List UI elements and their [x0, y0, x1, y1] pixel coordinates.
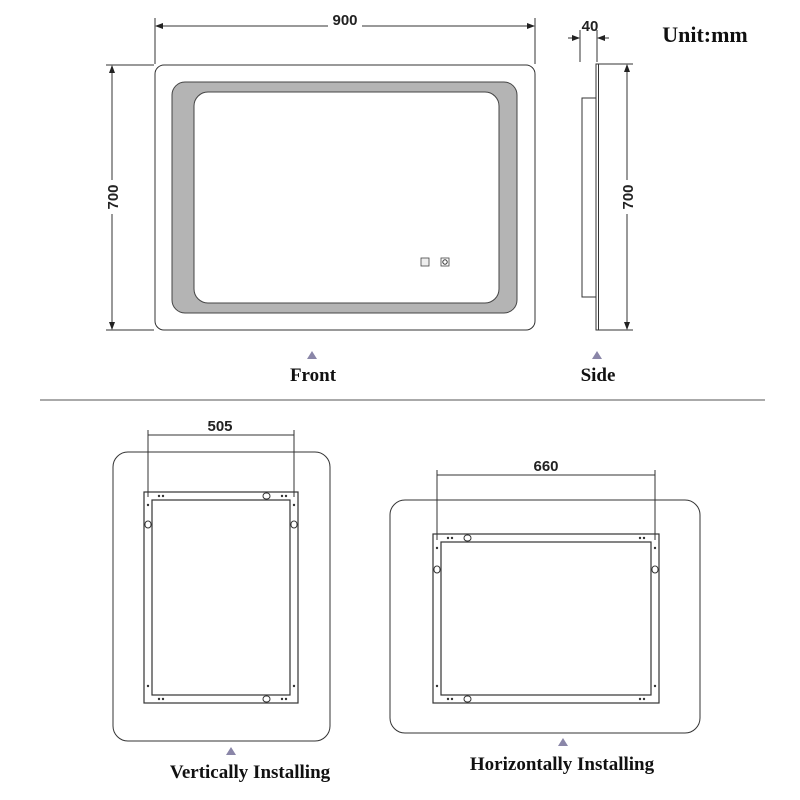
- side-depth-dim: 40: [582, 18, 599, 35]
- mirror-glass: [193, 91, 500, 304]
- vertical-bracket-dim: 505: [207, 418, 232, 435]
- horizontal-bracket-dim: 660: [533, 458, 558, 475]
- vertical-install-label: Vertically Installing: [170, 762, 331, 783]
- unit-label: Unit:mm: [662, 22, 748, 47]
- side-label: Side: [581, 365, 616, 386]
- side-height-dim: 700: [620, 184, 637, 209]
- front-height-dim: 700: [105, 184, 122, 209]
- defog-button-icon: [420, 257, 430, 267]
- side-pointer-icon: [592, 351, 602, 359]
- mirror-outline: [154, 64, 536, 331]
- front-label: Front: [290, 365, 337, 386]
- power-button-icon: [440, 257, 450, 267]
- front-view: 900 700 Front: [102, 12, 536, 386]
- horizontal-install-label: Horizontally Installing: [470, 754, 655, 775]
- front-width-dim: 900: [332, 12, 357, 29]
- vertical-install-view: 505 Vertically Installing: [112, 418, 331, 783]
- vertical-pointer-icon: [226, 747, 236, 755]
- side-view: 40 700 Side: [568, 18, 637, 386]
- horizontal-pointer-icon: [558, 738, 568, 746]
- front-pointer-icon: [307, 351, 317, 359]
- horizontal-install-view: 660 Horizontally Installing: [389, 458, 701, 775]
